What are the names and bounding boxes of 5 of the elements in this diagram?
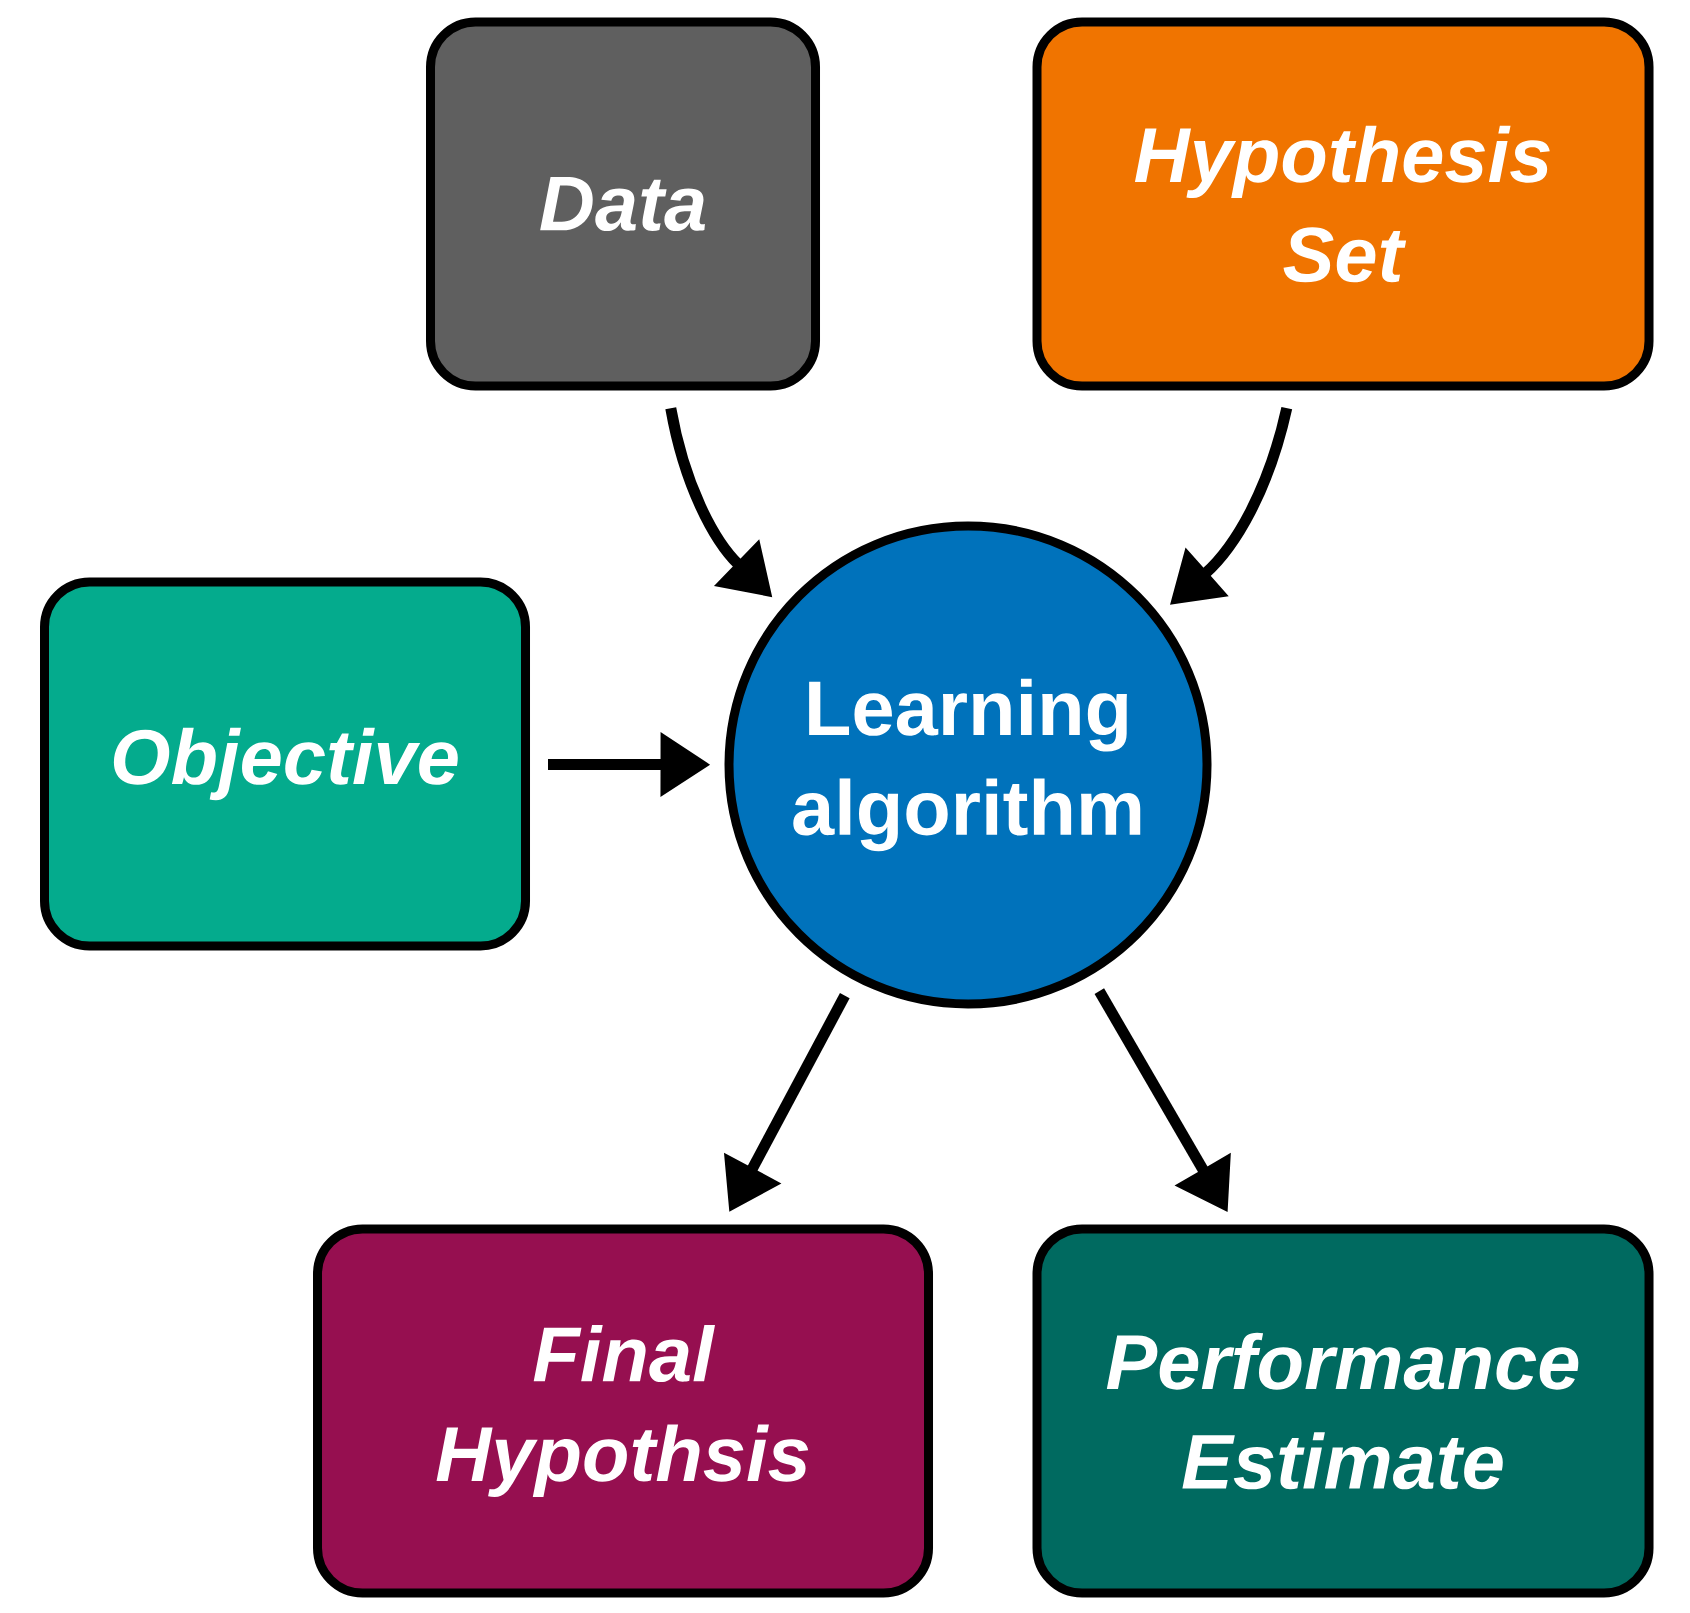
process-box: Final Hypothsis	[313, 1224, 933, 1598]
process-box: Objective	[40, 577, 530, 951]
process-box: Data	[426, 17, 820, 391]
process-box: Hypothesis Set	[1032, 17, 1654, 391]
process-box: Performance Estimate	[1032, 1224, 1654, 1598]
